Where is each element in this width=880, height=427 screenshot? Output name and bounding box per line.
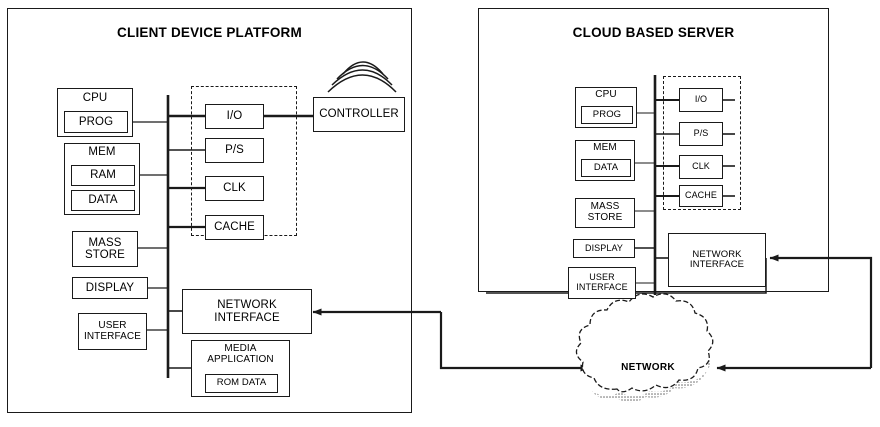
client-cpu-label: CPU <box>82 92 108 104</box>
server-mem-label: MEM <box>593 142 617 153</box>
server-display-label: DISPLAY <box>584 242 624 253</box>
server-mem-box[interactable]: MEM DATA <box>575 140 635 181</box>
client-network-interface-label-line1: NETWORK <box>217 299 277 312</box>
client-io-box[interactable]: I/O <box>205 104 264 129</box>
server-ps-label: P/S <box>693 128 709 139</box>
client-clk-label: CLK <box>223 182 246 195</box>
server-clk-label: CLK <box>692 161 710 172</box>
client-prog-label: PROG <box>78 115 114 128</box>
cloud-based-server-panel <box>478 8 829 292</box>
server-io-box[interactable]: I/O <box>679 88 723 112</box>
client-display-box[interactable]: DISPLAY <box>72 277 148 299</box>
server-network-interface-box[interactable]: NETWORK INTERFACE <box>668 233 766 287</box>
client-cpu-box[interactable]: CPU PROG <box>57 88 133 137</box>
client-mass-store-label-line1: MASS <box>88 236 122 249</box>
server-cpu-label: CPU <box>595 89 617 100</box>
server-display-box[interactable]: DISPLAY <box>573 239 635 258</box>
server-data-label: DATA <box>593 161 619 173</box>
client-ps-label: P/S <box>225 144 244 157</box>
client-cache-label: CACHE <box>214 221 255 234</box>
client-media-application-label-line2: APPLICATION <box>207 353 274 365</box>
server-user-interface-label-line1: USER <box>589 272 615 283</box>
server-panel-title: CLOUD BASED SERVER <box>572 25 735 40</box>
server-prog-label: PROG <box>592 108 622 120</box>
network-cloud-label: NETWORK <box>621 362 675 373</box>
client-mem-label: MEM <box>88 146 116 158</box>
server-network-interface-label-line2: INTERFACE <box>689 259 745 270</box>
client-network-interface-label-line2: INTERFACE <box>214 311 280 324</box>
client-to-network-arrow <box>439 312 590 372</box>
client-mass-store-box[interactable]: MASS STORE <box>72 231 138 267</box>
client-display-label: DISPLAY <box>85 281 135 294</box>
client-cache-box[interactable]: CACHE <box>205 215 264 240</box>
client-network-interface-box[interactable]: NETWORK INTERFACE <box>182 289 312 334</box>
client-controller-label: CONTROLLER <box>319 108 399 121</box>
client-rom-data-label: ROM DATA <box>216 377 267 389</box>
server-user-interface-box[interactable]: USER INTERFACE <box>568 267 636 299</box>
server-cache-box[interactable]: CACHE <box>679 185 723 207</box>
client-controller-box[interactable]: CONTROLLER <box>313 97 405 132</box>
client-user-interface-label-line1: USER <box>98 319 127 331</box>
client-prog-box[interactable]: PROG <box>64 111 128 133</box>
client-user-interface-label-line2: INTERFACE <box>83 330 142 342</box>
client-panel-title: CLIENT DEVICE PLATFORM <box>117 25 302 40</box>
client-io-label: I/O <box>226 110 243 123</box>
server-cpu-box[interactable]: CPU PROG <box>575 87 637 128</box>
client-media-application-label-line1: MEDIA <box>224 343 257 354</box>
client-mass-store-label-line2: STORE <box>85 249 125 261</box>
client-user-interface-box[interactable]: USER INTERFACE <box>78 313 147 350</box>
server-clk-box[interactable]: CLK <box>679 155 723 179</box>
server-mass-store-box[interactable]: MASS STORE <box>575 198 635 228</box>
server-network-interface-label-line1: NETWORK <box>692 248 742 260</box>
server-mass-store-label-line2: STORE <box>587 212 623 223</box>
network-cloud-icon <box>575 293 714 403</box>
server-cache-label: CACHE <box>684 190 717 201</box>
client-clk-box[interactable]: CLK <box>205 176 264 201</box>
server-ps-box[interactable]: P/S <box>679 122 723 146</box>
client-data-label: DATA <box>88 194 118 207</box>
client-ram-box[interactable]: RAM <box>71 165 135 186</box>
antenna-icon <box>327 61 397 93</box>
client-rom-data-box[interactable]: ROM DATA <box>205 374 278 393</box>
client-bus <box>133 95 313 378</box>
server-mass-store-label-line1: MASS <box>590 201 620 213</box>
server-data-box[interactable]: DATA <box>581 159 631 177</box>
client-data-box[interactable]: DATA <box>71 190 135 211</box>
server-bus <box>635 75 735 295</box>
client-mem-box[interactable]: MEM RAM DATA <box>64 143 140 215</box>
client-ram-label: RAM <box>90 169 116 182</box>
server-prog-box[interactable]: PROG <box>581 106 633 124</box>
server-user-interface-label-line2: INTERFACE <box>576 282 628 292</box>
server-io-group <box>663 76 741 210</box>
client-ps-box[interactable]: P/S <box>205 138 264 163</box>
server-io-label: I/O <box>694 94 708 105</box>
client-media-application-box[interactable]: MEDIA APPLICATION ROM DATA <box>191 340 290 397</box>
client-device-platform-panel <box>7 8 412 413</box>
network-to-server-arrow <box>769 254 873 368</box>
